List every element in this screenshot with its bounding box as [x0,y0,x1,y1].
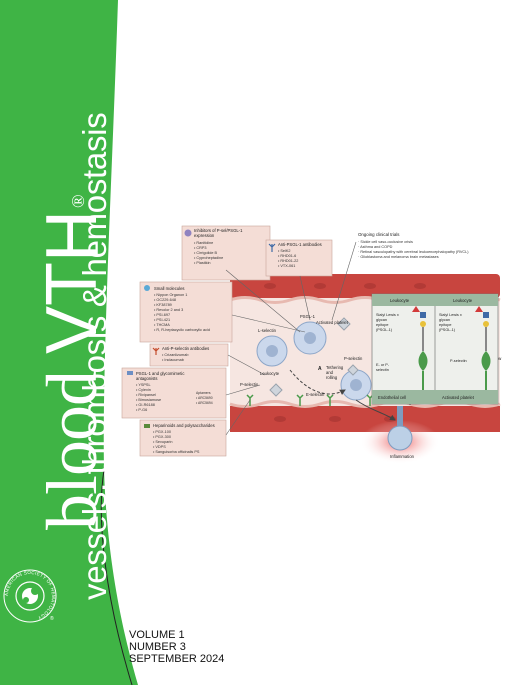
small-molecules-item-4: • Revolor 2 and 3 [154,308,183,312]
trials-item-1: · Sickle cell vaso-occlusive crisis [358,240,413,244]
inhibitors-item-3: • Cirrigolide B [194,251,218,255]
box-anti-psgl1: Anti-PSGL-1 antibodies • SelK2 • RHD01-6… [265,239,333,277]
trials-title: Ongoing clinical trials [358,232,400,237]
inhibitors-item-1: • Ranitidine [194,241,213,245]
inhibitors-item-4: • Cyproheptadine [194,256,223,260]
transmigrating-leukocyte [387,425,413,451]
label-a: A [318,366,322,372]
anti-p-selectin-item-2: • Inclacumab [162,358,184,362]
box-small-molecules: Small molecules • Nippon Organon 1 • OC2… [139,281,233,343]
label-inflammation: Inflammation [390,454,415,459]
label-p-selectin-left: P-selectin [240,382,259,387]
connectors [225,241,357,436]
small-molecules-title: Small molecules [154,286,185,291]
box-antagonists: PSGL-1 and glycomimetic antagonists • YS… [121,367,227,419]
glycan-symbols [412,306,491,390]
inset-right-footer: Activated platelet [442,395,475,400]
inset-right-glycan-3: epitope [439,323,451,327]
ash-seal-icon: AMERICAN SOCIETY OF HEMATOLOGY ® [3,569,57,623]
heparinoids-title: Heparinoids and polysaccharides [153,423,215,428]
label-l-selectin: L-selectin [258,328,277,333]
inset-right-glycan-1: Sialyl Lewis x [439,313,462,317]
inset-right-header: Leukocyte [453,298,473,303]
inhibitors-item-2: • CRP3 [194,246,207,250]
mechanism-inset: Leukocyte Leukocyte Endothelial cell Act… [371,293,499,405]
aptamers-title: Aptamers [196,391,211,395]
activated-platelets [269,317,359,397]
small-molecules-item-8: • R, R-heptacyclic carboxylic acid [154,328,210,332]
heparinoids-item-2: • PGX-300 [153,435,171,439]
inset-left-glycan-4: (PSGL-1) [376,328,393,332]
label-activated-platelet: Activated platelet [316,320,349,325]
inset-right-selectin: P-selectin [450,359,467,363]
issue-number: NUMBER 3 [129,641,186,653]
small-molecules-item-1: • Nippon Organon 1 [154,293,187,297]
label-tethering-3: rolling [326,375,338,380]
label-tethering-1: Tethering [326,365,344,370]
inhibitors-title-1: Inhibitors of P-sel/PSGL-1 [194,228,243,233]
small-molecules-item-7: • THCMA [154,323,170,327]
box-clinical-trials: Ongoing clinical trials · Sickle cell va… [358,232,469,259]
issue-date: SEPTEMBER 2024 [129,653,225,665]
anti-p-selectin-title: Anti-P-selectin antibodies [162,346,209,351]
heparinoids-item-3: • Sevuparin [153,440,172,444]
heparinoids-item-5: • Sanguisorba officinalis PS [153,450,200,454]
antagonists-item-4: • Bimosiamose [136,398,161,402]
anti-p-selectin-item-1: • Crizanlizumab [162,353,188,357]
inset-right-glycan-2: glycan [439,318,450,322]
inset-left-glycan-3: epitope [376,323,388,327]
label-leukocyte: Leukocyte [260,371,280,376]
inhibitors-title-2: expression [194,233,215,238]
seal-registered: ® [50,615,54,622]
inset-left-selectin-1: E- or P- [376,363,390,367]
inset-left-selectin-2: selectin [376,368,389,372]
antagonists-title-2: antagonists [136,376,157,381]
trials-item-2: · Asthma and COPD [358,245,393,249]
antagonists-item-1: • YSPSL [136,383,151,387]
trials-item-4: · Glioblastoma and melanoma brain metast… [358,255,439,259]
cover-illustration: Inhibitors of P-sel/PSGL-1 expression • … [121,225,502,464]
anti-psgl1-item-1: • SelK2 [278,249,291,253]
inset-left-footer: Endothelial cell [378,395,406,400]
small-molecules-item-5: • PSI-697 [154,313,170,317]
heparinoids-item-1: • PGX-100 [153,430,171,434]
antagonists-item-6: • P-G6 [136,408,147,412]
small-molecules-item-3: • KF38789 [154,303,172,307]
green-band-shape [0,0,138,685]
inset-right-glycan-4: (PSGL-1) [439,328,456,332]
box-anti-p-selectin: Anti-P-selectin antibodies • Crizanlizum… [149,343,229,367]
issue-volume: VOLUME 1 [129,629,185,641]
label-psgl1: PSGL-1 [300,314,316,319]
label-tethering-2: and [326,370,334,375]
anti-psgl1-item-2: • RHD01-6 [278,254,296,258]
anti-psgl1-title: Anti-PSGL-1 antibodies [278,242,322,247]
small-molecules-item-6: • PSI-421 [154,318,170,322]
label-e-selectin: E-selectin [306,392,325,397]
anti-psgl1-item-4: • VTX-061 [278,264,295,268]
journal-subtitle: vessels, thrombosis & hemostasis [76,112,113,600]
trials-item-3: · Retinal vasculopathy with cerebral leu… [358,250,469,254]
label-p-selectin-mid: P-selectin [344,356,363,361]
issue-info: VOLUME 1 NUMBER 3 SEPTEMBER 2024 [129,629,224,665]
selectin-molecules [246,394,374,406]
aptamers-item-1: • ARC5690 [196,396,213,400]
curve-line [100,469,133,685]
small-molecules-item-2: • OC229-648 [154,298,176,302]
antagonists-item-5: • GI-R6188 [136,403,155,407]
inhibitors-item-5: • Plastikin [194,261,211,265]
inset-left-glycan-2: glycan [376,318,387,322]
box-heparinoids: Heparinoids and polysaccharides • PGX-10… [139,419,227,457]
inset-left-glycan-1: Sialyl Lewis x [376,313,399,317]
box-inhibitors: Inhibitors of P-sel/PSGL-1 expression • … [181,225,271,281]
heparinoids-item-4: • VDPS [153,445,166,449]
antagonists-item-3: • Rivipansel [136,393,156,397]
aptamers-item-2: • ARC5694 [196,401,213,405]
antagonists-title-1: PSGL-1 and glycomimetic [136,371,184,376]
anti-psgl1-item-3: • RHD01-22 [278,259,298,263]
inset-left-header: Leukocyte [390,298,410,303]
antagonists-item-2: • Cylexin [136,388,151,392]
